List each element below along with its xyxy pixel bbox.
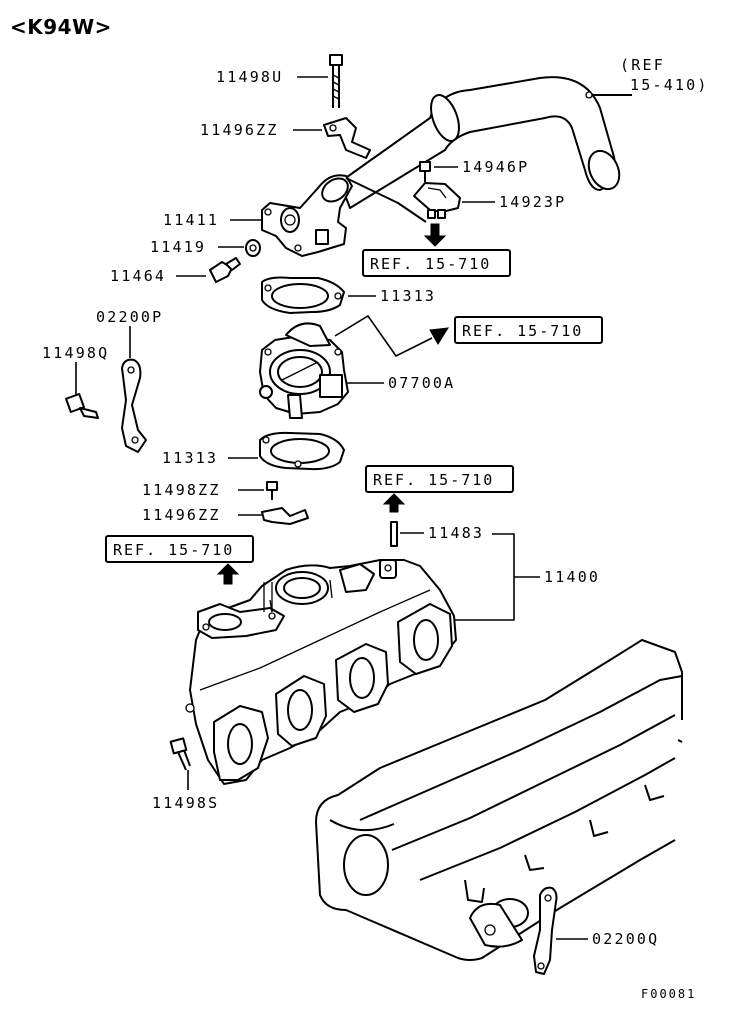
ref-box-2: REF. 15-710 <box>454 316 603 344</box>
intake-manifold-11400 <box>185 559 457 785</box>
label-14923p: 14923P <box>499 193 566 211</box>
sensor-14923p <box>413 182 461 219</box>
label-11496zz-bottom: 11496ZZ <box>142 506 221 524</box>
label-02200q: 02200Q <box>592 930 659 948</box>
ref-box-3: REF. 15-710 <box>365 465 514 493</box>
intake-ref-line2: 15-410) <box>630 76 709 94</box>
label-11496zz-top: 11496ZZ <box>200 121 279 139</box>
label-11313-bottom: 11313 <box>162 449 218 467</box>
ref-box-4: REF. 15-710 <box>105 535 254 563</box>
bolt-11498q <box>65 393 99 419</box>
label-11498zz: 11498ZZ <box>142 481 221 499</box>
label-11498u: 11498U <box>216 68 283 86</box>
label-11483: 11483 <box>428 524 484 542</box>
bracket-11496zz-bottom <box>261 507 309 525</box>
arrow-to-ref-1 <box>423 223 447 247</box>
sensor-11464 <box>209 257 241 283</box>
ref-1-text: REF. 15-710 <box>370 255 491 273</box>
diagram-code: <K94W> <box>10 15 112 39</box>
bracket-02200p <box>121 358 147 453</box>
cylinder-head <box>315 639 683 961</box>
bracket-02200q <box>533 886 558 975</box>
label-07700a: 07700A <box>388 374 455 392</box>
pin-11483 <box>390 521 398 547</box>
bolt-11498zz <box>266 481 278 500</box>
gasket-11313-bottom <box>259 431 345 471</box>
label-11498s: 11498S <box>152 794 219 812</box>
label-11313-top: 11313 <box>380 287 436 305</box>
arrow-to-ref-4 <box>216 563 240 585</box>
gasket-11313-top <box>261 276 345 314</box>
label-14946p: 14946P <box>462 158 529 176</box>
ref-3-text: REF. 15-710 <box>373 471 494 489</box>
label-11400: 11400 <box>544 568 600 586</box>
ref-2-text: REF. 15-710 <box>462 322 583 340</box>
bolt-11498s <box>169 737 191 771</box>
label-02200p: 02200P <box>96 308 163 326</box>
bracket-11496zz-top <box>323 117 371 159</box>
ref-4-text: REF. 15-710 <box>113 541 234 559</box>
intake-ref-line1: (REF <box>620 56 665 74</box>
label-11498q: 11498Q <box>42 344 109 362</box>
screw-14946p <box>419 161 431 182</box>
throttle-body-07700a <box>259 322 349 419</box>
arrow-to-ref-2 <box>429 327 449 345</box>
arrow-to-ref-3 <box>382 493 406 513</box>
label-11419: 11419 <box>150 238 206 256</box>
intake-hose <box>339 76 632 209</box>
label-11464: 11464 <box>110 267 166 285</box>
nut-11419 <box>245 239 261 257</box>
figure-id: F00081 <box>641 987 696 1001</box>
adapter-11411 <box>261 174 427 257</box>
label-11411: 11411 <box>163 211 219 229</box>
ref-box-1: REF. 15-710 <box>362 249 511 277</box>
bolt-11498u <box>329 54 343 108</box>
